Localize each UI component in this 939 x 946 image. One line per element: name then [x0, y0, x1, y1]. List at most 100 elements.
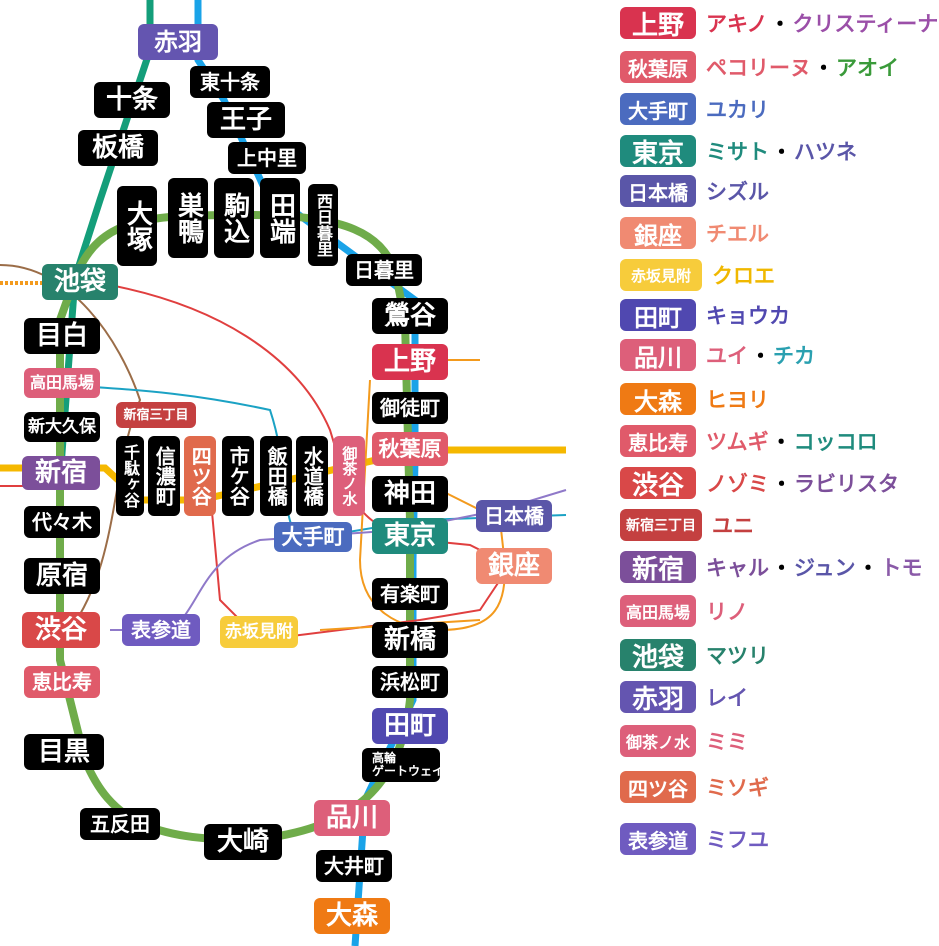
- character-name: シズル: [706, 180, 769, 204]
- station-label: 西日暮里: [313, 193, 333, 257]
- marunouchi-line-b: [209, 489, 501, 642]
- station-shin-okubo: 新大久保: [24, 412, 100, 442]
- station-label: 原宿: [35, 561, 88, 591]
- station-okachimachi: 御徒町: [372, 392, 448, 424]
- character-name: ユニ: [712, 514, 754, 538]
- station-label-line1: 高輪: [372, 750, 397, 765]
- station-omori: 大森: [314, 898, 390, 934]
- legend-character-names: アキノ・クリスティーナ: [706, 8, 938, 38]
- separator-dot: ・: [769, 12, 791, 36]
- character-name: マツリ: [706, 644, 769, 668]
- station-suidobashi: 水道橋: [296, 436, 328, 516]
- station-tabata: 田端: [260, 178, 300, 258]
- station-sugamo: 巣鴨: [168, 178, 208, 258]
- station-label: 高田馬場: [29, 373, 94, 392]
- legend-row: 上野アキノ・クリスティーナ: [620, 6, 938, 41]
- station-ginza: 銀座: [476, 548, 552, 584]
- station-akasaka-mitsuke: 赤坂見附: [220, 616, 298, 648]
- legend-character-names: ヒヨリ: [706, 384, 769, 414]
- station-label: 御徒町: [380, 396, 440, 420]
- legend-character-names: ツムギ・コッコロ: [706, 426, 878, 456]
- station-label: 上中里: [237, 146, 297, 170]
- station-komagome: 駒込: [214, 178, 254, 258]
- legend-character-names: リノ: [706, 596, 748, 626]
- legend-station-badge: 大森: [620, 383, 696, 416]
- legend-row: 秋葉原ペコリーヌ・アオイ: [620, 50, 899, 84]
- station-label: 表参道: [131, 618, 191, 642]
- legend-station-badge: 池袋: [620, 639, 696, 673]
- legend-row: 表参道ミフユ: [620, 822, 769, 856]
- separator-dot: ・: [770, 430, 792, 454]
- station-label-line2: ゲートウェイ: [372, 764, 445, 778]
- station-label: 板橋: [91, 133, 144, 163]
- station-label: 王子: [219, 105, 272, 135]
- legend-row: 御茶ノ水ミミ: [620, 724, 748, 758]
- station-shimbashi: 新橋: [372, 622, 448, 658]
- station-label: 飯田橋: [264, 446, 289, 506]
- legend-character-names: キョウカ: [706, 300, 790, 330]
- station-label: 銀座: [487, 551, 540, 581]
- station-label: 日本橋: [484, 504, 544, 528]
- station-uguisudani: 鶯谷: [372, 298, 448, 334]
- station-label: 新大久保: [28, 416, 96, 437]
- station-label: 田端: [265, 192, 296, 244]
- station-gotanda: 五反田: [80, 808, 160, 840]
- legend-station-badge: 恵比寿: [620, 425, 696, 457]
- legend-character-names: キャル・ジュン・トモ: [706, 552, 923, 582]
- station-ikebukuro: 池袋: [42, 264, 118, 300]
- legend-station-badge: 新宿: [620, 551, 696, 585]
- station-label: 秋葉原: [378, 436, 442, 461]
- character-name: キョウカ: [706, 304, 790, 328]
- station-kami-nakazato: 上中里: [228, 142, 306, 174]
- station-shinanomachi: 信濃町: [148, 436, 180, 516]
- station-label: 水道橋: [300, 446, 325, 506]
- station-label: 恵比寿: [32, 670, 92, 694]
- station-label: 鶯谷: [383, 301, 436, 331]
- station-otsuka: 大塚: [117, 186, 157, 266]
- legend-row: 新宿三丁目ユニ: [620, 508, 754, 542]
- character-name: リノ: [706, 600, 749, 624]
- station-otemachi: 大手町: [274, 522, 352, 552]
- station-label: 市ケ谷: [226, 446, 251, 506]
- character-name: ペコリーヌ: [706, 56, 811, 80]
- station-label: 大塚: [122, 200, 153, 252]
- station-sendagaya: 千駄ヶ谷: [116, 436, 144, 516]
- station-nihonbashi: 日本橋: [476, 500, 552, 532]
- station-label: 新宿: [34, 458, 87, 488]
- legend-station-badge: 日本橋: [620, 175, 696, 207]
- legend-station-badge: 東京: [620, 135, 696, 169]
- legend-row: 大手町ユカリ: [620, 92, 769, 126]
- legend-character-names: マツリ: [706, 640, 769, 670]
- station-iidabashi: 飯田橋: [260, 436, 292, 516]
- station-ebisu: 恵比寿: [24, 666, 100, 698]
- station-label: 池袋: [53, 267, 106, 297]
- station-mejiro: 目白: [24, 318, 100, 354]
- station-tokyo: 東京: [372, 518, 448, 554]
- character-name: レイ: [706, 686, 748, 710]
- station-shibuya: 渋谷: [22, 612, 100, 648]
- legend-station-badge: 四ツ谷: [620, 771, 696, 803]
- legend-row: 大森ヒヨリ: [620, 382, 769, 416]
- legend-row: 田町キョウカ: [620, 298, 790, 332]
- station-label: 赤羽: [154, 28, 202, 56]
- legend-character-names: レイ: [706, 682, 748, 712]
- legend-station-badge: 渋谷: [620, 467, 696, 501]
- character-name: クロエ: [712, 264, 775, 288]
- character-name: ノゾミ: [706, 472, 769, 496]
- station-label: 新宿三丁目: [123, 407, 189, 423]
- legend-row: 品川ユイ・チカ: [620, 338, 815, 372]
- character-name: クリスティーナ: [792, 12, 939, 36]
- legend-character-names: ノゾミ・ラビリスタ: [706, 468, 899, 498]
- station-label: 巣鴨: [173, 192, 204, 244]
- legend-row: 渋谷ノゾミ・ラビリスタ: [620, 466, 899, 501]
- station-label: 品川: [325, 803, 378, 833]
- character-name: ツムギ: [706, 430, 769, 454]
- yamanote-line: [56, 210, 414, 845]
- character-name: ラビリスタ: [794, 472, 899, 496]
- character-name: チエル: [706, 222, 769, 246]
- station-label: 目白: [35, 321, 88, 351]
- station-ichigaya: 市ケ谷: [222, 436, 254, 516]
- character-name: ミミ: [706, 730, 749, 754]
- character-name: キャル: [706, 556, 769, 580]
- legend-row: 四ツ谷ミソギ: [620, 770, 769, 804]
